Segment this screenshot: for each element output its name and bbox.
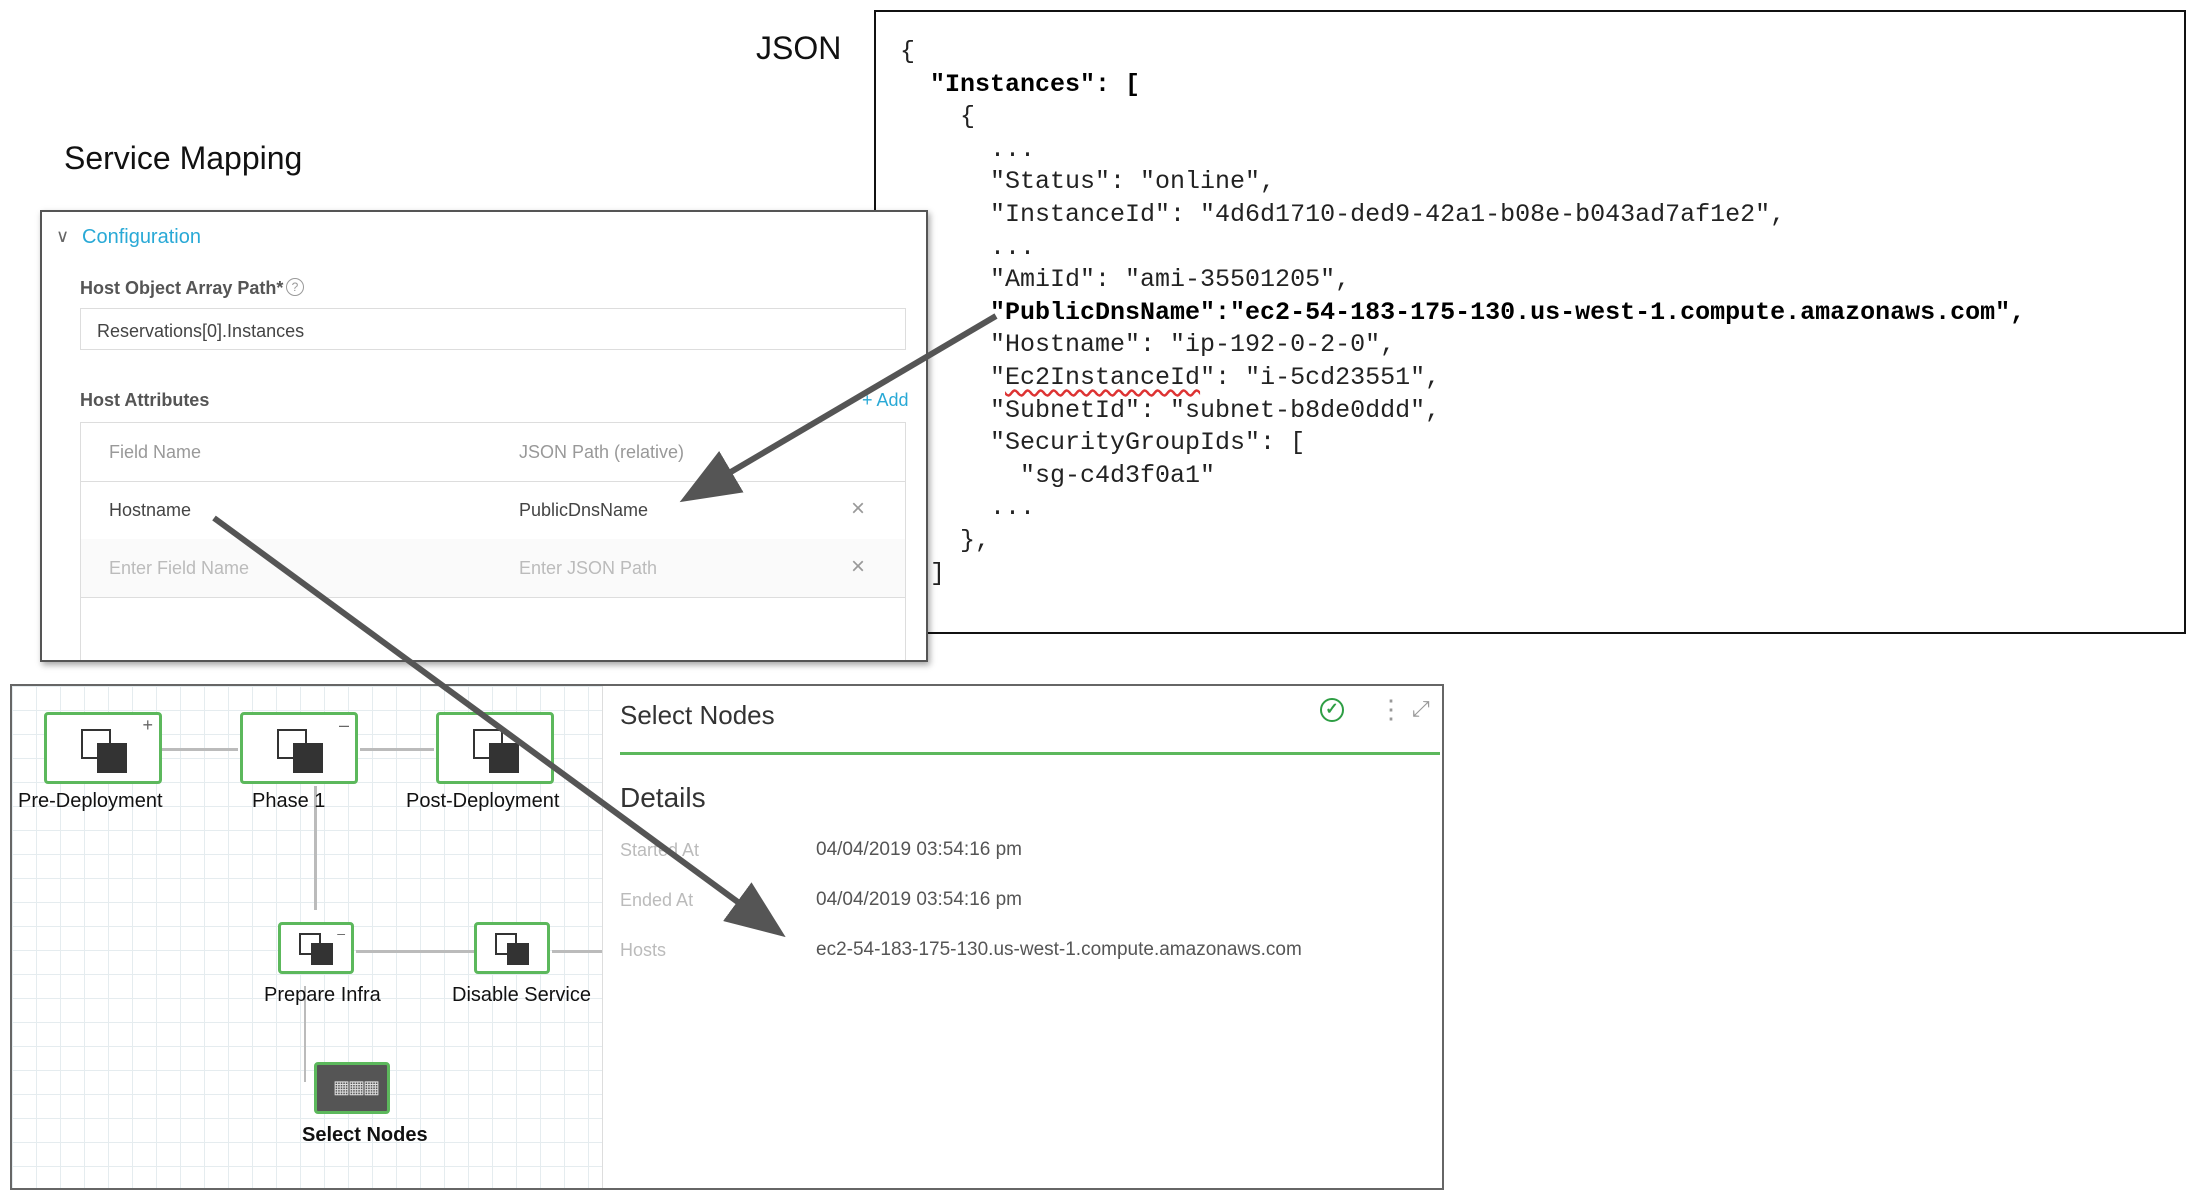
json-line: "Status": "online", [900, 167, 1276, 197]
post-deployment-node[interactable] [436, 712, 554, 784]
kebab-menu-icon[interactable]: ⋮ [1378, 694, 1404, 724]
column-header-field-name: Field Name [109, 442, 202, 462]
step-icon-fill [507, 943, 529, 965]
workflow-canvas: + Pre-Deployment – Phase 1 Post-Deployme… [12, 686, 603, 1188]
expand-icon[interactable]: ⤢ [1412, 696, 1430, 721]
service-mapping-heading: Service Mapping [64, 140, 303, 176]
table-row: Enter Field Name Enter JSON Path × [81, 539, 905, 598]
phase-icon-fill [293, 743, 323, 773]
details-section-heading: Details [620, 782, 706, 813]
hosts-value: ec2-54-183-175-130.us-west-1.compute.ama… [816, 939, 1302, 960]
json-line: }, [900, 525, 991, 555]
close-icon[interactable]: × [851, 495, 866, 522]
json-line: "InstanceId": "4d6d1710-ded9-42a1-b08e-b… [900, 199, 1786, 229]
table-row: Hostname PublicDnsName × [81, 481, 905, 540]
json-path-input[interactable]: Enter JSON Path [519, 558, 658, 578]
connector-line [162, 748, 238, 751]
ended-at-label: Ended At [620, 890, 694, 910]
pre-deployment-label: Pre-Deployment [18, 790, 163, 812]
check-circle-icon: ✓ [1320, 698, 1344, 722]
post-deployment-label: Post-Deployment [406, 790, 560, 812]
service-mapping-panel: ∨ Configuration Host Object Array Path* … [40, 210, 928, 662]
host-attributes-label: Host Attributes [80, 390, 210, 410]
add-attribute-link[interactable]: + Add [862, 390, 909, 410]
help-icon[interactable]: ? [286, 278, 304, 296]
pre-deployment-node[interactable]: + [44, 712, 162, 784]
json-line: ... [900, 232, 1036, 262]
workflow-panel: + Pre-Deployment – Phase 1 Post-Deployme… [10, 684, 1444, 1190]
json-line: "Instances": [ [900, 69, 1141, 99]
connector-line [552, 950, 602, 953]
connector-line [304, 986, 306, 1082]
array-path-input[interactable]: Reservations[0].Instances [80, 308, 906, 350]
json-panel: { "Instances": [ { ... "Status": "online… [874, 10, 2186, 634]
collapse-minus-icon[interactable]: – [338, 715, 349, 735]
hosts-label: Hosts [620, 940, 667, 960]
configuration-section-toggle[interactable]: Configuration [82, 226, 201, 248]
select-nodes-label: Select Nodes [302, 1124, 428, 1146]
chevron-down-icon[interactable]: ∨ [56, 226, 70, 246]
grid-icon: ▦▦▦ [333, 1077, 380, 1097]
expand-plus-icon[interactable]: + [142, 715, 153, 735]
details-title: Select Nodes [620, 700, 775, 730]
json-line: ] [930, 558, 946, 588]
json-line: "SubnetId": "subnet-b8de0ddd", [900, 395, 1441, 425]
title-underline [620, 752, 1440, 755]
ended-at-value: 04/04/2019 03:54:16 pm [816, 889, 1023, 910]
field-name-input[interactable]: Hostname [109, 500, 192, 520]
column-header-json-path: JSON Path (relative) [519, 442, 685, 462]
json-heading: JSON [756, 30, 842, 66]
prepare-infra-node[interactable]: – [278, 922, 354, 974]
collapse-minus-icon[interactable]: – [337, 925, 345, 941]
phase-icon-fill [97, 743, 127, 773]
started-at-value: 04/04/2019 03:54:16 pm [816, 839, 1023, 860]
close-icon[interactable]: × [851, 553, 866, 580]
select-nodes-node[interactable]: ▦▦▦ [314, 1062, 390, 1114]
json-line: { [900, 102, 976, 132]
table-header-row: Field Name JSON Path (relative) [81, 423, 905, 482]
phase-1-node[interactable]: – [240, 712, 358, 784]
json-line: "sg-c4d3f0a1" [900, 460, 1216, 490]
json-line: "Ec2InstanceId": "i-5cd23551", [900, 362, 1441, 392]
json-line: "PublicDnsName":"ec2-54-183-175-130.us-w… [900, 297, 2026, 327]
connector-line [360, 748, 434, 751]
step-icon-fill [311, 943, 333, 965]
started-at-label: Started At [620, 840, 700, 860]
json-path-input[interactable]: PublicDnsName [519, 500, 649, 520]
field-name-input[interactable]: Enter Field Name [109, 558, 250, 578]
connector-line [356, 950, 474, 953]
json-line: { [900, 37, 916, 66]
json-line: "Hostname": "ip-192-0-2-0", [900, 330, 1396, 360]
json-code-block: { "Instances": [ { ... "Status": "online… [900, 36, 2025, 590]
json-line: "AmiId": "ami-35501205", [900, 265, 1351, 295]
disable-service-label: Disable Service [452, 984, 591, 1006]
disable-service-node[interactable] [474, 922, 550, 974]
json-line: ... [900, 134, 1036, 164]
json-line: "SecurityGroupIds": [ [900, 428, 1306, 458]
phase-1-label: Phase 1 [252, 790, 326, 812]
array-path-label: Host Object Array Path* [80, 278, 284, 298]
phase-icon-fill [489, 743, 519, 773]
host-attributes-table: Field Name JSON Path (relative) Hostname… [80, 422, 906, 660]
prepare-infra-label: Prepare Infra [264, 984, 381, 1006]
